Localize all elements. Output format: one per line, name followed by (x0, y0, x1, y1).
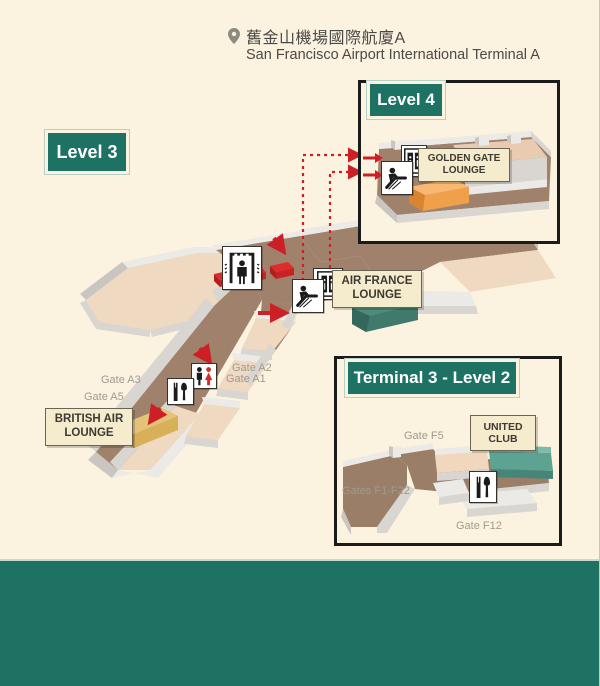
level-badge-level4: Level 4 (370, 84, 442, 116)
legend-footer: 電 梯 Elevator 電扶梯 Escalator (0, 559, 599, 686)
level-badge-terminal3-level2: Terminal 3 - Level 2 (348, 362, 516, 394)
gate-label-a5: Gate A5 (84, 391, 124, 403)
plaque-line2: LOUNGE (352, 289, 402, 301)
direction-arrow (192, 343, 213, 366)
golden-gate-lounge-label[interactable]: GOLDEN GATE LOUNGE (418, 148, 510, 182)
gate-label-f12: Gate F12 (456, 520, 502, 532)
plaque-line1: BRITISH AIR (54, 413, 124, 426)
united-club-label[interactable]: UNITED CLUB (470, 415, 536, 451)
toilet-icon[interactable] (191, 363, 217, 389)
plaque-line2: LOUNGE (64, 427, 114, 439)
gate-label-a3: Gate A3 (101, 374, 141, 386)
level-badge-level3: Level 3 (48, 133, 126, 171)
plaque-line1: GOLDEN GATE (427, 153, 501, 165)
direction-arrow (266, 233, 287, 256)
location-pin-icon (228, 28, 240, 44)
page-title-zh: 舊金山機場國際航廈A (246, 30, 406, 47)
british-air-lounge-label[interactable]: BRITISH AIR LOUNGE (45, 408, 133, 446)
food-court-icon[interactable] (167, 378, 194, 405)
page-title-en: San Francisco Airport International Term… (246, 47, 540, 63)
air-france-lounge-label[interactable]: AIR FRANCE LOUNGE (332, 270, 422, 308)
food-court-icon[interactable] (469, 471, 497, 503)
plaque-line2: LOUNGE (442, 165, 486, 176)
gate-label-a1: Gate A1 (226, 373, 266, 385)
plaque-line1: AIR FRANCE (341, 275, 413, 288)
plaque-line2: CLUB (488, 433, 518, 445)
gate-label-f1-f22: Gates F1-F22 (342, 485, 410, 497)
escalator-icon[interactable] (381, 161, 413, 195)
connector-dotted-lines (301, 153, 352, 288)
escalator-icon[interactable] (292, 279, 324, 313)
gate-label-a2: Gate A2 (232, 362, 272, 374)
plaque-line1: UNITED (483, 420, 523, 433)
direction-arrow (147, 403, 168, 426)
security-xray-icon[interactable] (222, 246, 262, 290)
gate-label-f5: Gate F5 (404, 430, 444, 442)
